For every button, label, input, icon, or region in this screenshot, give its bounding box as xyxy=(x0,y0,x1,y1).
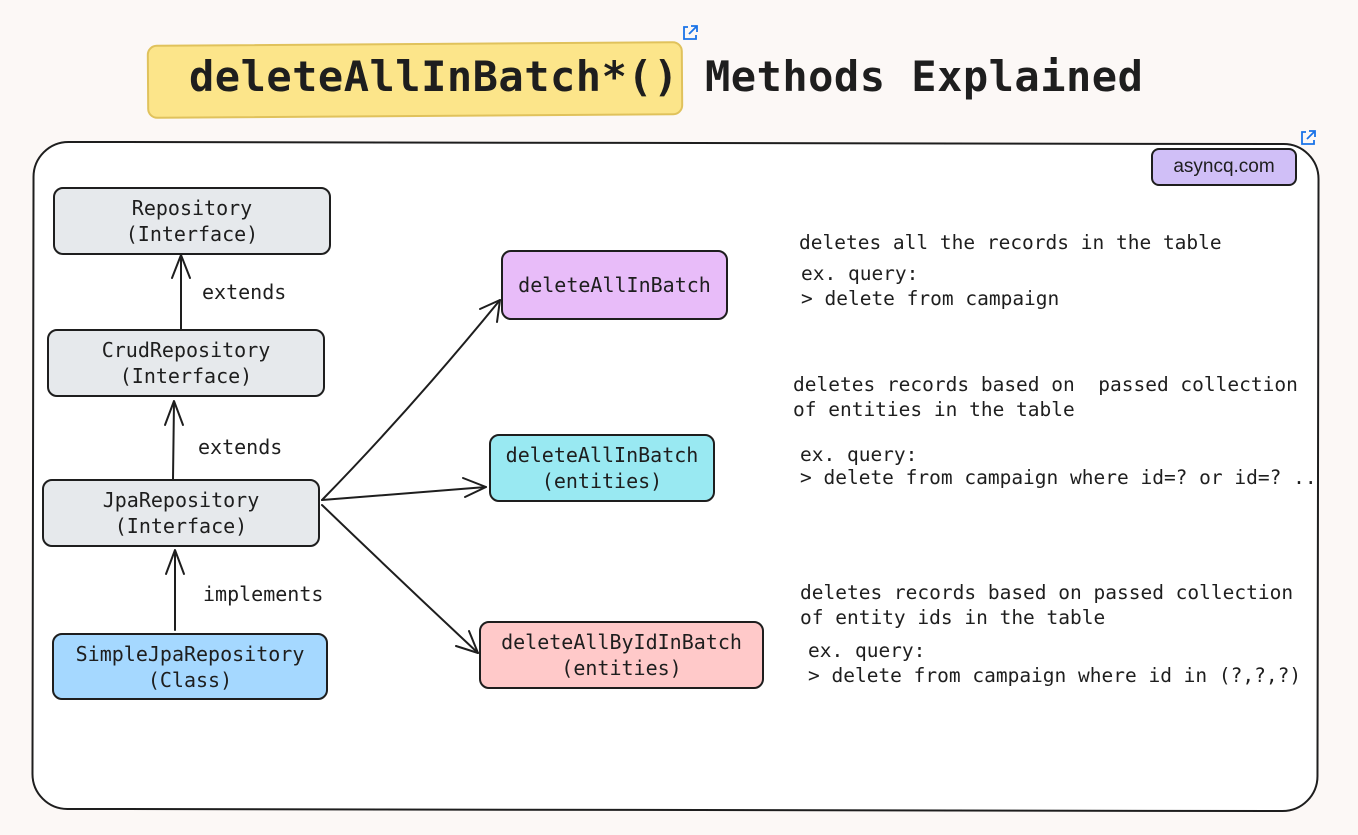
method-3-query-label: ex. query: xyxy=(808,639,926,662)
method-2-name: deleteAllInBatch xyxy=(505,443,699,467)
title-rest: Methods Explained xyxy=(705,52,1144,101)
simple-jpa-repository-kind: (Class) xyxy=(147,667,233,692)
brand-badge: asyncq.com xyxy=(1151,148,1297,186)
method-1-name: deleteAllInBatch xyxy=(518,273,711,297)
arrow-jpa-to-method-3 xyxy=(321,504,479,654)
method-3-param: (entities) xyxy=(561,656,682,680)
arrowhead-jpa xyxy=(165,549,185,575)
method-3-name: deleteAllByIdInBatch xyxy=(501,630,742,654)
method-2-param: (entities) xyxy=(541,469,663,493)
method-2-query-label: ex. query: xyxy=(800,443,918,466)
repository-node: Repository (Interface) xyxy=(53,187,331,255)
arrow-jpa-to-crud xyxy=(172,401,175,480)
implements-label: implements xyxy=(203,582,324,606)
simple-jpa-repository-name: SimpleJpaRepository xyxy=(75,641,305,666)
repository-kind: (Interface) xyxy=(125,222,259,246)
method-2-description: deletes records based on passed collecti… xyxy=(793,373,1298,421)
arrow-jpa-to-method-1 xyxy=(321,299,501,501)
title-code: deleteAllInBatch*() xyxy=(189,52,679,101)
crud-repository-kind: (Interface) xyxy=(119,364,253,388)
jpa-repository-node: JpaRepository (Interface) xyxy=(42,479,320,547)
method-3-description: deletes records based on passed collecti… xyxy=(800,581,1294,629)
title-row: deleteAllInBatch*() Methods Explained xyxy=(0,0,1358,130)
arrowhead-repository xyxy=(171,254,191,279)
crud-repository-node: CrudRepository (Interface) xyxy=(47,329,325,397)
simple-jpa-repository-node: SimpleJpaRepository (Class) xyxy=(52,633,328,700)
jpa-repository-kind: (Interface) xyxy=(114,514,248,538)
arrow-jpa-to-method-2 xyxy=(321,486,487,501)
external-link-icon[interactable] xyxy=(1299,129,1317,147)
repository-name: Repository xyxy=(131,196,253,220)
method-3-query: > delete from campaign where id in (?,?,… xyxy=(808,664,1302,687)
method-1-query: > delete from campaign xyxy=(801,287,1060,310)
method-1-description: deletes all the records in the table xyxy=(799,231,1222,254)
external-link-icon[interactable] xyxy=(681,24,699,42)
method-1-query-label: ex. query: xyxy=(801,262,919,285)
method-node-delete-all-in-batch: deleteAllInBatch xyxy=(501,250,728,320)
crud-repository-name: CrudRepository xyxy=(101,338,271,362)
method-node-delete-all-in-batch-entities: deleteAllInBatch (entities) xyxy=(489,434,715,502)
arrowhead-crud xyxy=(164,400,184,426)
arrowhead-method-3 xyxy=(455,630,479,654)
extends-label-1: extends xyxy=(202,280,287,304)
arrowhead-method-1 xyxy=(479,299,501,323)
method-node-delete-all-by-id-in-batch: deleteAllByIdInBatch (entities) xyxy=(479,621,764,689)
extends-label-2: extends xyxy=(198,435,283,459)
arrowhead-method-2 xyxy=(462,477,487,498)
method-2-query: > delete from campaign where id=? or id=… xyxy=(800,466,1317,489)
jpa-repository-name: JpaRepository xyxy=(102,488,260,512)
